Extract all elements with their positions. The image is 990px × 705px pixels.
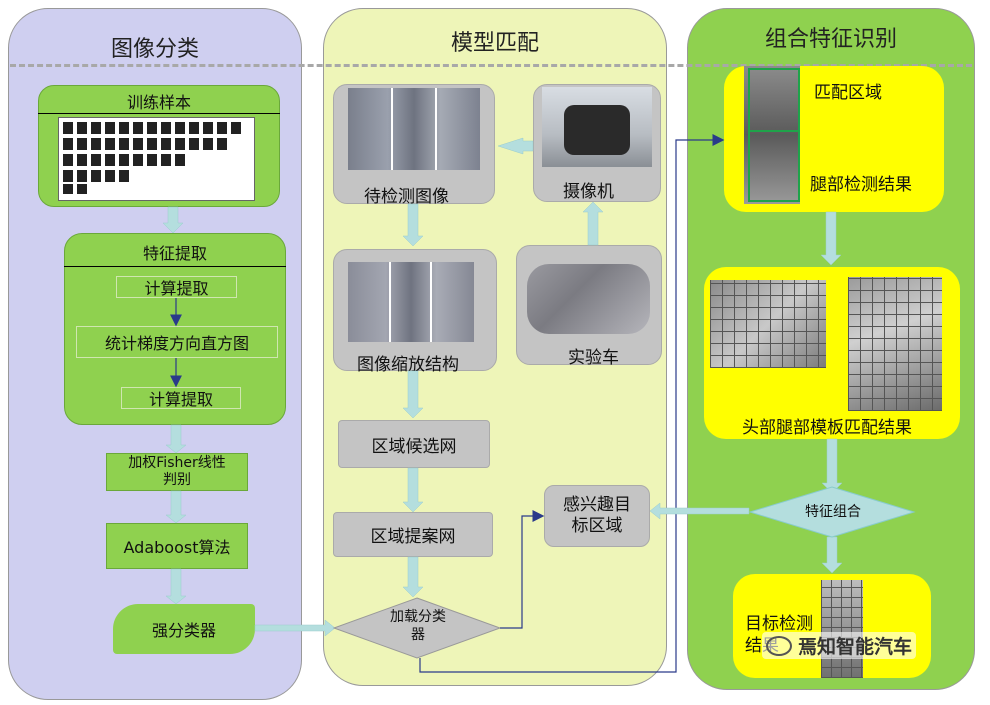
- template-match-label: 头部腿部模板匹配结果: [742, 418, 912, 438]
- strong-classifier-box: 强分类器: [113, 604, 255, 654]
- camera-photo: [542, 87, 652, 167]
- test-vehicle-photo: [527, 264, 650, 334]
- watermark: 焉知智能汽车: [762, 632, 917, 659]
- adaboost-label: Adaboost算法: [123, 538, 231, 557]
- load-classifier-diamond: [332, 597, 502, 659]
- image-scaling-photo: [348, 262, 474, 342]
- arrow-fisher-to-adaboost: [165, 490, 187, 524]
- region-candidate-box: 区域候选网: [338, 420, 490, 468]
- training-samples-image: [58, 117, 255, 201]
- matching-region-label: 匹配区域: [814, 83, 882, 103]
- feature-combination-diamond: [748, 486, 916, 538]
- training-samples-underline: [38, 113, 280, 114]
- arrow-proposal-to-classifier: [402, 556, 424, 598]
- arrow-candidate-to-proposal: [402, 467, 424, 513]
- matching-region-photo: [744, 66, 800, 204]
- adaboost-box: Adaboost算法: [106, 523, 248, 569]
- arrow-image-to-scaling: [402, 203, 424, 247]
- template-match-photo-head: [710, 280, 826, 368]
- arrow-combination-to-roi: [649, 502, 750, 520]
- feature-extraction-label: 特征提取: [142, 244, 207, 263]
- feature-combination-label: 特征组合: [805, 504, 861, 520]
- compute-extraction-box-1: 计算提取: [116, 276, 237, 298]
- strong-classifier-label: 强分类器: [151, 621, 216, 640]
- leg-result-label: 腿部检测结果: [810, 175, 912, 195]
- arrow-strong-to-classifier: [254, 619, 336, 637]
- divider-line: [10, 64, 972, 67]
- feature-extraction-underline: [64, 266, 286, 267]
- compute-extraction-box-2: 计算提取: [121, 387, 241, 409]
- roi-label: 感兴趣目标区域: [563, 495, 631, 536]
- arrow-matching-to-template: [820, 211, 842, 266]
- arrow-feature-to-fisher: [165, 424, 187, 454]
- image-scaling-label: 图像缩放结构: [357, 355, 459, 375]
- load-classifier-label: 加载分类器: [390, 609, 446, 643]
- hog-box: 统计梯度方向直方图: [76, 326, 278, 358]
- arrow-template-to-combination: [821, 438, 843, 494]
- arrow-vehicle-to-camera: [582, 201, 604, 246]
- training-samples-label: 训练样本: [126, 93, 191, 112]
- image-to-detect-label: 待检测图像: [364, 187, 449, 207]
- fisher-box: 加权Fisher线性判别: [106, 453, 248, 491]
- test-vehicle-label: 实验车: [568, 348, 619, 368]
- compute-extraction-label-1: 计算提取: [144, 279, 209, 298]
- arrow-adaboost-to-strong: [165, 568, 187, 605]
- panel-title-matching: 模型匹配: [450, 31, 539, 56]
- camera-label: 摄像机: [563, 182, 614, 202]
- panel-title-classification: 图像分类: [110, 37, 199, 62]
- arrow-classifier-to-roi: [500, 510, 545, 629]
- arrow-scaling-to-candidate: [402, 370, 424, 419]
- arrow-camera-to-image: [497, 137, 534, 155]
- watermark-text: 焉知智能汽车: [798, 636, 913, 658]
- region-candidate-label: 区域候选网: [371, 436, 457, 457]
- compute-extraction-label-2: 计算提取: [148, 390, 213, 409]
- arrow-combination-to-target: [821, 536, 843, 574]
- region-proposal-label: 区域提案网: [370, 527, 456, 547]
- fisher-label: 加权Fisher线性判别: [128, 455, 226, 488]
- region-proposal-box: 区域提案网: [333, 512, 493, 557]
- wechat-icon: [766, 635, 792, 656]
- arrow-classifier-to-matching-region: [419, 134, 725, 673]
- target-detection-photo: [821, 580, 863, 678]
- image-to-detect-photo: [348, 88, 480, 170]
- arrow-training-to-feature: [162, 206, 184, 234]
- sample-silhouettes: [63, 122, 241, 194]
- hog-label: 统计梯度方向直方图: [104, 334, 249, 353]
- template-match-photo-leg: [848, 277, 942, 411]
- panel-title-combination: 组合特征识别: [764, 27, 897, 52]
- roi-box: 感兴趣目标区域: [544, 485, 650, 547]
